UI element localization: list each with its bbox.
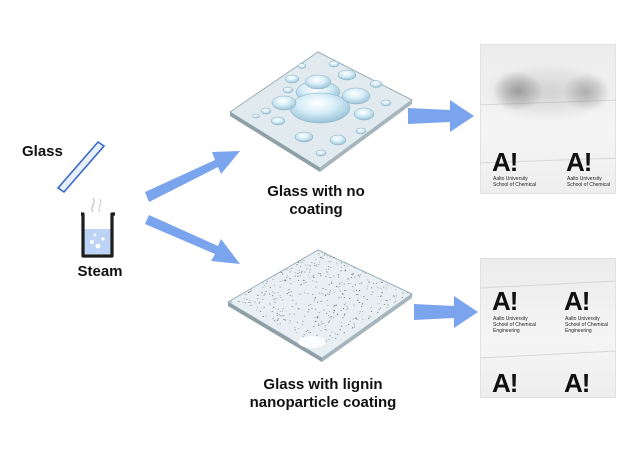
beaker-icon bbox=[81, 198, 115, 258]
coated-label-line2: nanoparticle coating bbox=[249, 394, 397, 411]
uncoated-glass-plate bbox=[229, 51, 413, 172]
uncoated-label: Glass with no coating bbox=[236, 183, 396, 219]
arrow-to-clear-photo bbox=[414, 296, 478, 328]
arrow-to-coated bbox=[145, 215, 240, 264]
arrow-to-foggy-photo bbox=[408, 100, 474, 132]
coated-glass-plate bbox=[227, 249, 413, 362]
logo-a-2: A! bbox=[566, 147, 592, 177]
coated-label: Glass with lignin nanoparticle coating bbox=[238, 376, 408, 412]
arrow-to-uncoated bbox=[145, 151, 240, 202]
steam-label: Steam bbox=[77, 263, 123, 280]
logo-a-1: A! bbox=[492, 147, 518, 177]
logo-a-4: A! bbox=[564, 286, 590, 316]
coated-label-line1: Glass with lignin bbox=[263, 376, 383, 393]
uncoated-label-line1: Glass with no bbox=[267, 183, 365, 200]
uncoated-label-line2: coating bbox=[289, 201, 343, 218]
steam-icon bbox=[91, 198, 102, 213]
glass-label: Glass bbox=[22, 143, 63, 160]
glass-slide-icon bbox=[56, 140, 106, 194]
logo-a-6: A! bbox=[564, 368, 590, 398]
logo-a-5: A! bbox=[492, 368, 518, 398]
logo-a-3: A! bbox=[492, 286, 518, 316]
nanoparticle-specks bbox=[230, 253, 412, 342]
